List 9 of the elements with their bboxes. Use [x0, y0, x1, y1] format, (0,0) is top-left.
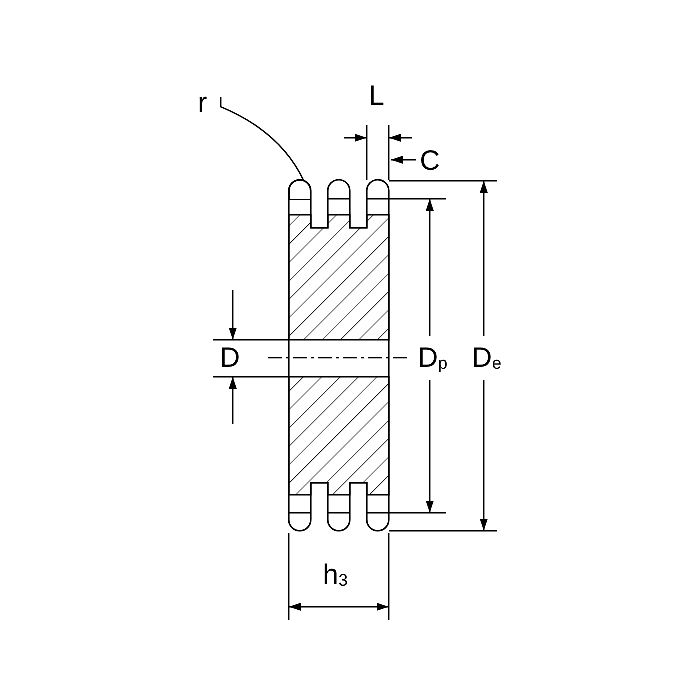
- dimension-label: D$_{p}$: [418, 343, 448, 375]
- leader-line: [220, 97, 305, 182]
- dimension-label: D: [220, 343, 240, 373]
- callout-letter: r: [198, 88, 208, 118]
- dimension-label: L: [369, 81, 385, 111]
- dimension-label: h$_{3}$: [323, 560, 348, 592]
- dimension-label: C: [420, 146, 440, 176]
- tooth-tip: [289, 180, 311, 200]
- dimension-label: D$_{e}$: [472, 343, 502, 375]
